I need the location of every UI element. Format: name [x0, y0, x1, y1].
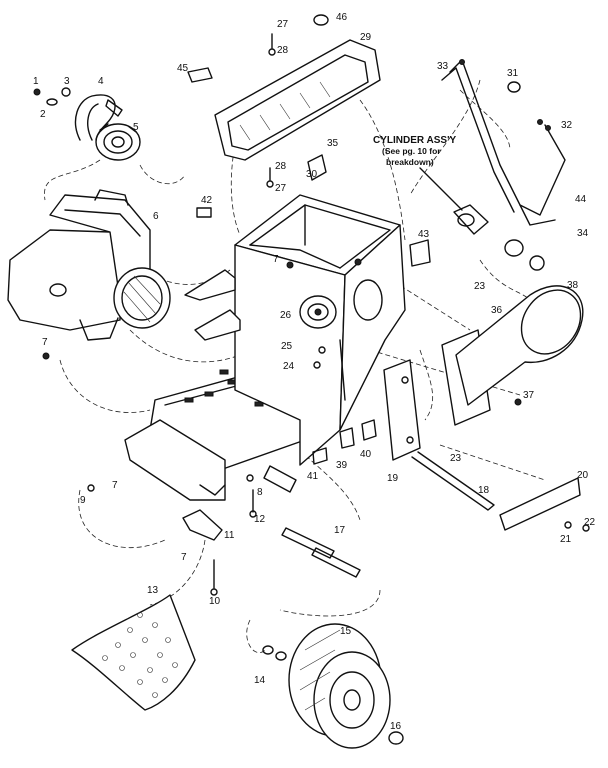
label-29: 29: [360, 32, 372, 43]
part-2-washer: [46, 98, 58, 106]
label-35: 35: [327, 138, 339, 149]
label-14: 14: [254, 675, 266, 686]
label-34: 34: [577, 228, 589, 239]
part-19-plate: [383, 359, 421, 461]
label-8: 8: [257, 487, 263, 498]
label-46: 46: [336, 12, 348, 23]
label-40: 40: [360, 449, 372, 460]
part-17-rollers: [263, 465, 361, 578]
label-37: 37: [523, 390, 535, 401]
part-32-bolt: [537, 119, 551, 131]
label-22: 22: [584, 517, 596, 528]
callout-line-1: CYLINDER ASS'Y: [373, 135, 456, 146]
label-18: 18: [478, 485, 490, 496]
part-36-chute: [441, 285, 584, 426]
label-28b: 28: [275, 161, 287, 172]
label-30: 30: [306, 169, 318, 180]
part-29-air-cleaner: [214, 39, 381, 161]
label-28a: 28: [277, 45, 289, 56]
part-18-axle-rod: [411, 451, 495, 511]
part-39-40-41-decals: [312, 419, 377, 465]
label-16: 16: [390, 721, 402, 732]
label-9: 9: [80, 495, 86, 506]
callout-line-3: breakdown): [386, 157, 434, 167]
label-7c: 7: [112, 480, 118, 491]
part-3-clamp: [61, 87, 71, 97]
label-25: 25: [281, 341, 293, 352]
label-7b: 7: [273, 254, 279, 265]
part-6-engine: [7, 189, 171, 360]
label-1: 1: [33, 76, 39, 87]
part-43-decal: [409, 239, 431, 267]
label-4: 4: [98, 76, 104, 87]
part-31-cap: [507, 81, 521, 93]
callout-line-2: (See pg. 10 for: [382, 146, 441, 156]
label-23b: 23: [450, 453, 462, 464]
label-7a: 7: [42, 337, 48, 348]
label-15: 15: [340, 626, 352, 637]
label-31: 31: [507, 68, 519, 79]
label-32: 32: [561, 120, 573, 131]
part-11-bracket: [182, 509, 223, 541]
part-14-washers: [262, 645, 287, 661]
label-23a: 23: [474, 281, 486, 292]
part-21-22-nut: [564, 521, 590, 532]
label-10: 10: [209, 596, 221, 607]
part-27-28-bolts: [266, 33, 276, 188]
part-24-25-26-hardware: [313, 339, 346, 401]
label-7d: 7: [181, 552, 187, 563]
label-33: 33: [437, 61, 449, 72]
part-15-wheel: [288, 623, 391, 749]
label-24: 24: [283, 361, 295, 372]
label-27b: 27: [275, 183, 287, 194]
part-46-wing-nut: [313, 14, 329, 26]
label-2: 2: [40, 109, 46, 120]
part-35-decal: [307, 154, 327, 181]
label-11: 11: [224, 530, 235, 541]
label-20: 20: [577, 470, 589, 481]
label-21: 21: [560, 534, 572, 545]
label-38: 38: [567, 280, 579, 291]
label-3: 3: [64, 76, 70, 87]
label-27a: 27: [277, 19, 289, 30]
part-33-handle: [441, 59, 566, 226]
label-45: 45: [177, 63, 189, 74]
part-13-screen: [71, 594, 196, 711]
part-44-cylinder: [453, 204, 489, 235]
part-30-frame: [234, 194, 406, 466]
part-16-cap: [388, 731, 404, 745]
part-20-bracket: [499, 477, 581, 531]
label-17: 17: [334, 525, 346, 536]
label-39: 39: [336, 460, 348, 471]
part-45-filter-element: [187, 67, 213, 83]
label-5: 5: [133, 122, 139, 133]
part-1-screw: [33, 88, 41, 96]
label-19: 19: [387, 473, 399, 484]
label-36: 36: [491, 305, 503, 316]
label-43: 43: [418, 229, 430, 240]
label-42: 42: [201, 195, 213, 206]
label-13: 13: [147, 585, 159, 596]
label-12: 12: [254, 514, 266, 525]
part-34-bracket: [504, 239, 545, 271]
part-number-labels: 1 2 3 4 5 6 7 7 7 7 8 9 10 11 12 13 14 1…: [33, 12, 596, 732]
label-41: 41: [307, 471, 319, 482]
label-6: 6: [153, 211, 159, 222]
part-10-12-bolts: [87, 474, 257, 596]
part-5-recoil-starter: [95, 123, 141, 161]
part-42-mount-bracket: [184, 207, 241, 341]
label-26: 26: [280, 310, 292, 321]
part-37-screw: [514, 398, 522, 406]
label-44: 44: [575, 194, 587, 205]
cylinder-assembly-callout: CYLINDER ASS'Y (See pg. 10 for breakdown…: [373, 135, 463, 211]
